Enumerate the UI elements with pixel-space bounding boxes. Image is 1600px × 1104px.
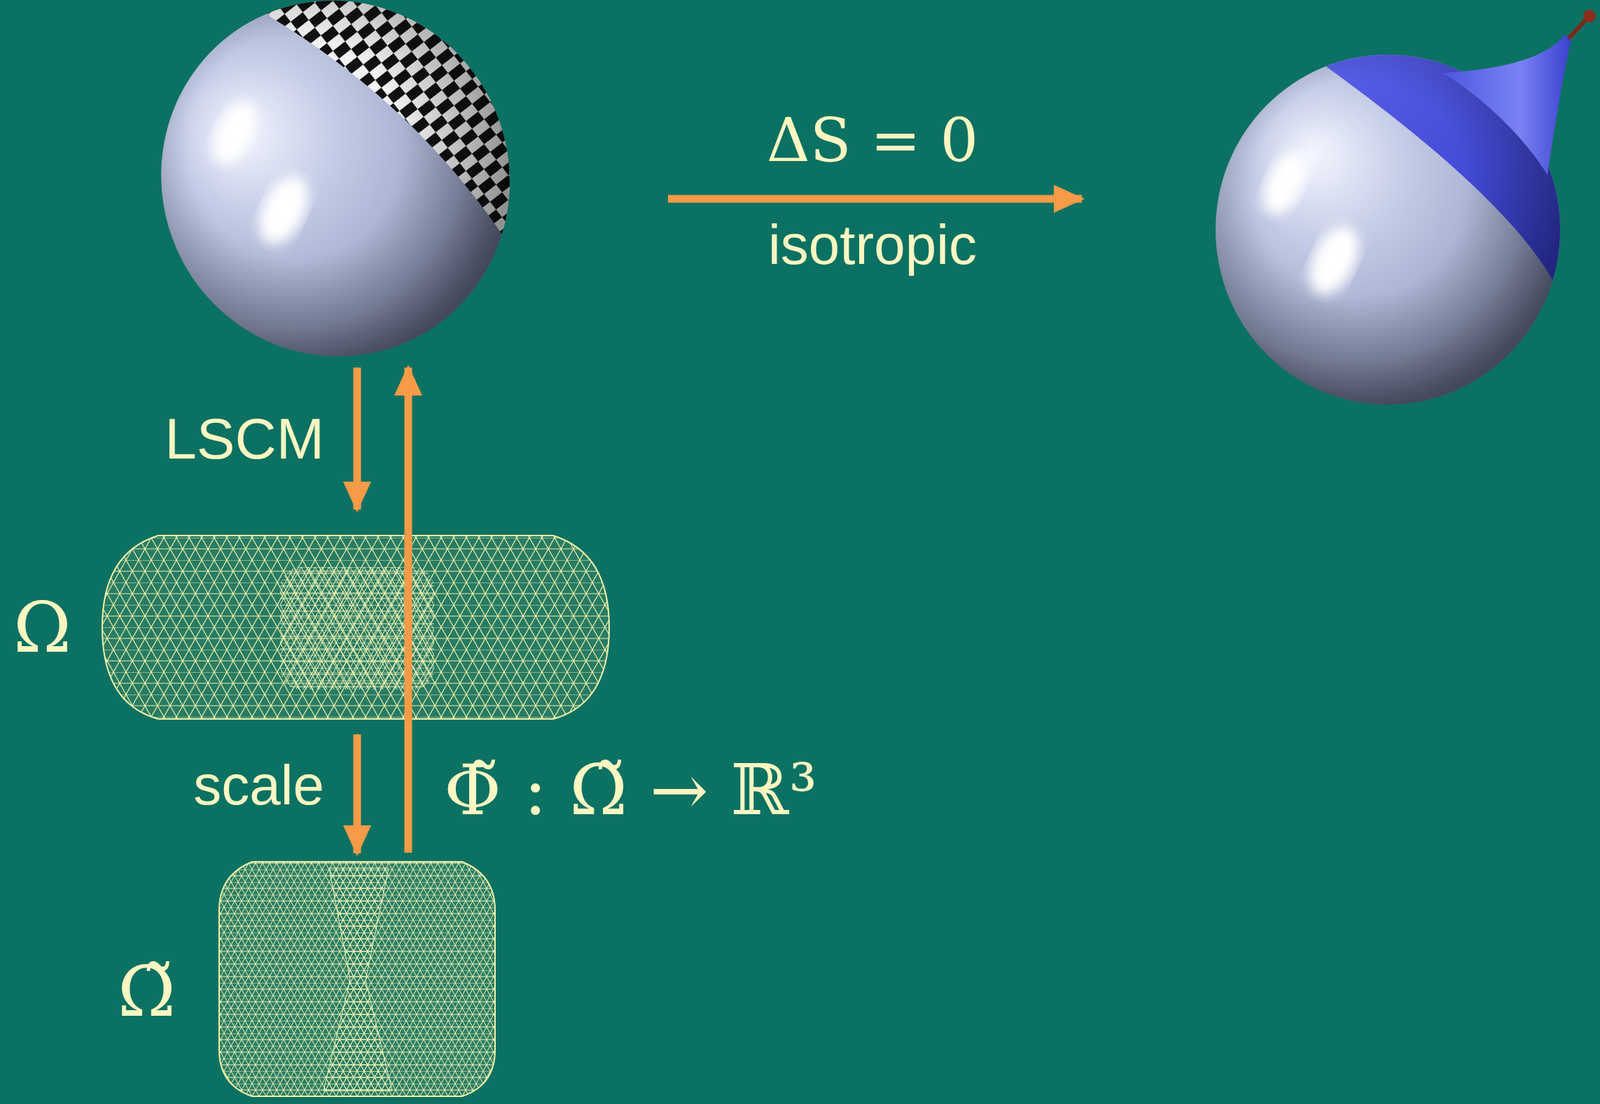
spike [1442,35,1572,176]
arrow-label: scale [193,753,325,818]
map-formula: Φ̃ : Ω̃ → ℝ³ [443,749,818,831]
arrow-connector [353,734,362,854]
handle-ball [1583,9,1596,23]
sphere [111,0,561,406]
arrow-isotropic [668,195,1082,204]
sphere-deformed [1215,9,1596,405]
arrow-phi [404,367,413,853]
mesh-lines [102,535,610,720]
highlight [249,168,318,253]
mesh-omega-tilde [219,861,496,1097]
handle-stick [1568,18,1587,39]
mesh-lines [219,861,496,1097]
arrow-label: isotropic [768,212,977,278]
mesh-fill [219,861,496,1097]
mesh-omega [102,535,610,720]
mesh-region: Ω̃ [219,861,496,1097]
region-label: Ω̃ [117,951,176,1033]
mesh-fill [102,535,610,720]
region-label: Ω [13,587,72,669]
sphere-shading [111,0,561,406]
sphere-with-checker [111,0,561,406]
highlight [203,95,266,172]
mesh-dense [323,868,393,1091]
arrow-lscm [353,367,362,510]
equation-label: ΔS = 0 [766,105,979,176]
arrow-label: LSCM [164,406,325,472]
highlight [1254,145,1316,222]
mesh-region: Ω [102,535,610,720]
highlight [1299,218,1369,303]
